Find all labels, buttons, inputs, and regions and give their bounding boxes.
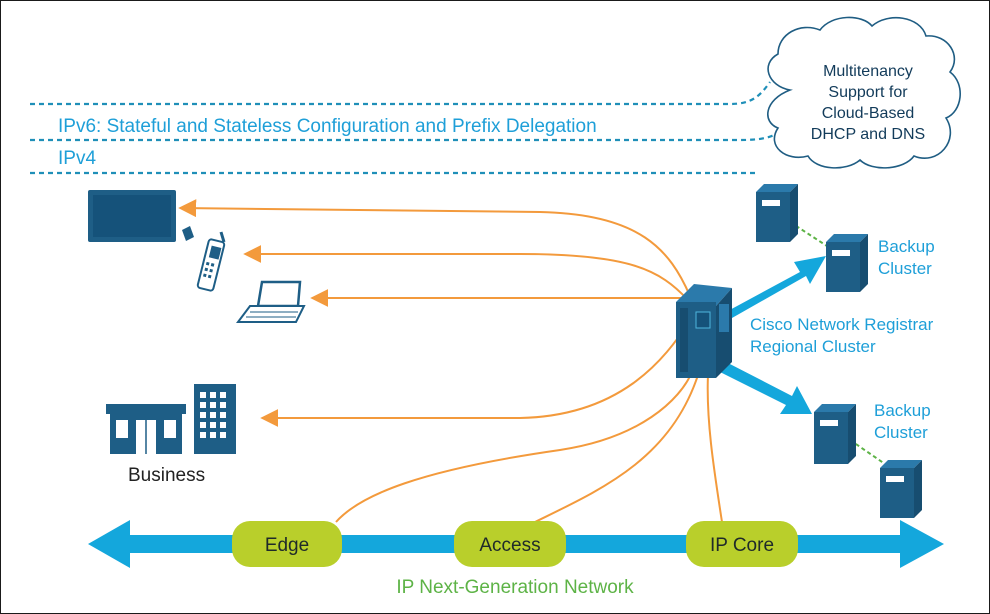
backup-bottom-label-line1: Backup [874, 401, 931, 420]
cloud-text-line2: Support for [828, 84, 908, 101]
network-pill-edge: Edge [232, 521, 342, 567]
arrow-to-backup-bottom [720, 362, 812, 414]
backup-bottom-server-secondary-icon [880, 460, 922, 518]
backup-bottom-label-line2: Cluster [874, 423, 928, 442]
display-icon [88, 190, 194, 242]
link-core [706, 374, 723, 523]
link-edge [335, 371, 693, 523]
backup-top-server-secondary-icon [826, 234, 868, 292]
network-pill-core: IP Core [686, 521, 798, 567]
regional-cluster-server-icon [676, 284, 732, 378]
backup-bottom-link [849, 439, 889, 467]
link-access [534, 374, 699, 523]
arrow-to-phone [243, 245, 689, 301]
arrow-to-display [178, 199, 691, 297]
business-label: Business [128, 465, 205, 486]
network-pill-access-label: Access [479, 535, 540, 556]
ipv4-label: IPv4 [58, 148, 96, 169]
business-icon [106, 384, 236, 454]
cloud-text-line3: Cloud-Based [822, 105, 915, 122]
phone-icon [196, 231, 226, 292]
cloud-text-line1: Multitenancy [823, 63, 913, 80]
arrow-to-business [260, 319, 691, 427]
backup-top-label-line2: Cluster [878, 259, 932, 278]
backup-bottom-server-primary-icon [814, 404, 856, 464]
backup-top-label-line1: Backup [878, 237, 935, 256]
network-pill-access: Access [454, 521, 566, 567]
cloud-text-line4: DHCP and DNS [811, 126, 925, 143]
ipv6-dashed-line-top [30, 81, 771, 106]
cloud-shape [767, 16, 961, 169]
regional-cluster-label-line2: Regional Cluster [750, 337, 876, 356]
ipv6-label: IPv6: Stateful and Stateless Configurati… [58, 116, 597, 137]
network-name-label: IP Next-Generation Network [396, 577, 634, 598]
arrow-to-backup-top [726, 256, 826, 318]
backup-top-server-primary-icon [756, 184, 798, 242]
network-pill-core-label: IP Core [710, 535, 774, 556]
network-pill-edge-label: Edge [265, 535, 309, 556]
laptop-icon [236, 280, 306, 323]
regional-cluster-label-line1: Cisco Network Registrar [750, 315, 934, 334]
